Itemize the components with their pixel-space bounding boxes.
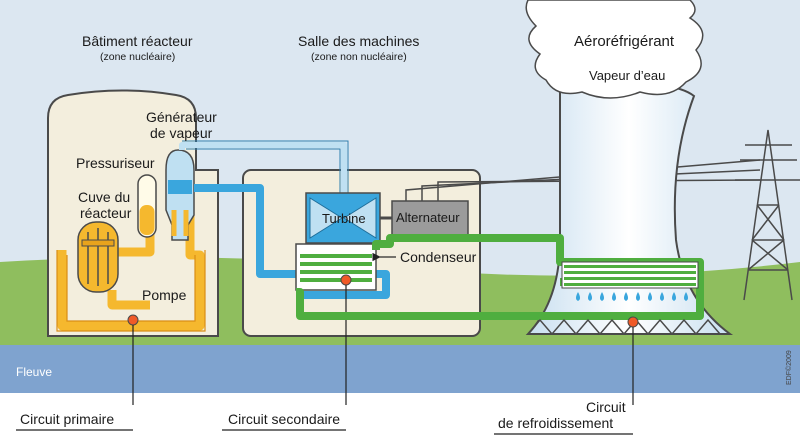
turbine: Turbine: [305, 192, 381, 244]
primary-pump: [127, 314, 139, 326]
pressurizer: [137, 174, 157, 238]
river-label: Fleuve: [16, 365, 52, 379]
cooling-exchanger: [561, 261, 699, 289]
electric-pylon: [735, 129, 800, 301]
cooling-circuit-label-1: Circuit: [586, 399, 626, 415]
turbine-label: Turbine: [322, 211, 366, 226]
pressurizer-label: Pressuriseur: [76, 155, 155, 171]
reactor-building-subtitle: (zone nucléaire): [100, 51, 175, 63]
alternator-label: Alternateur: [396, 210, 460, 225]
turbine-hall-subtitle: (zone non nucléaire): [311, 51, 407, 63]
vessel-label-1: Cuve du: [78, 189, 130, 205]
condenser-label: Condenseur: [400, 249, 477, 265]
reactor-vessel: [77, 221, 119, 293]
pump-label: Pompe: [142, 287, 187, 303]
condenser: [295, 243, 377, 291]
cooling-circuit-label-2: de refroidissement: [498, 415, 613, 431]
reactor-building-title: Bâtiment réacteur: [82, 33, 193, 49]
vessel-label-2: réacteur: [80, 205, 132, 221]
steam-generator-label-2: de vapeur: [150, 125, 213, 141]
steam-line: [179, 142, 347, 195]
cooling-pump: [627, 316, 639, 328]
copyright: EDF©2009: [785, 350, 793, 385]
cooling-tower-title: Aéroréfrigérant: [574, 33, 675, 50]
steam-cloud: [525, 0, 704, 99]
steam-label: Vapeur d’eau: [589, 68, 665, 83]
secondary-circuit: [194, 184, 390, 299]
steam-generator-label-1: Générateur: [146, 109, 217, 125]
river: [0, 345, 800, 393]
tower-legs: [527, 318, 721, 336]
turbine-hall-title: Salle des machines: [298, 33, 419, 49]
water-drops: [576, 292, 688, 301]
steam-generator: [165, 149, 195, 241]
primary-circuit-label: Circuit primaire: [20, 411, 114, 427]
secondary-circuit-label: Circuit secondaire: [228, 411, 340, 427]
label-band: [0, 393, 800, 442]
secondary-pump: [340, 274, 352, 286]
